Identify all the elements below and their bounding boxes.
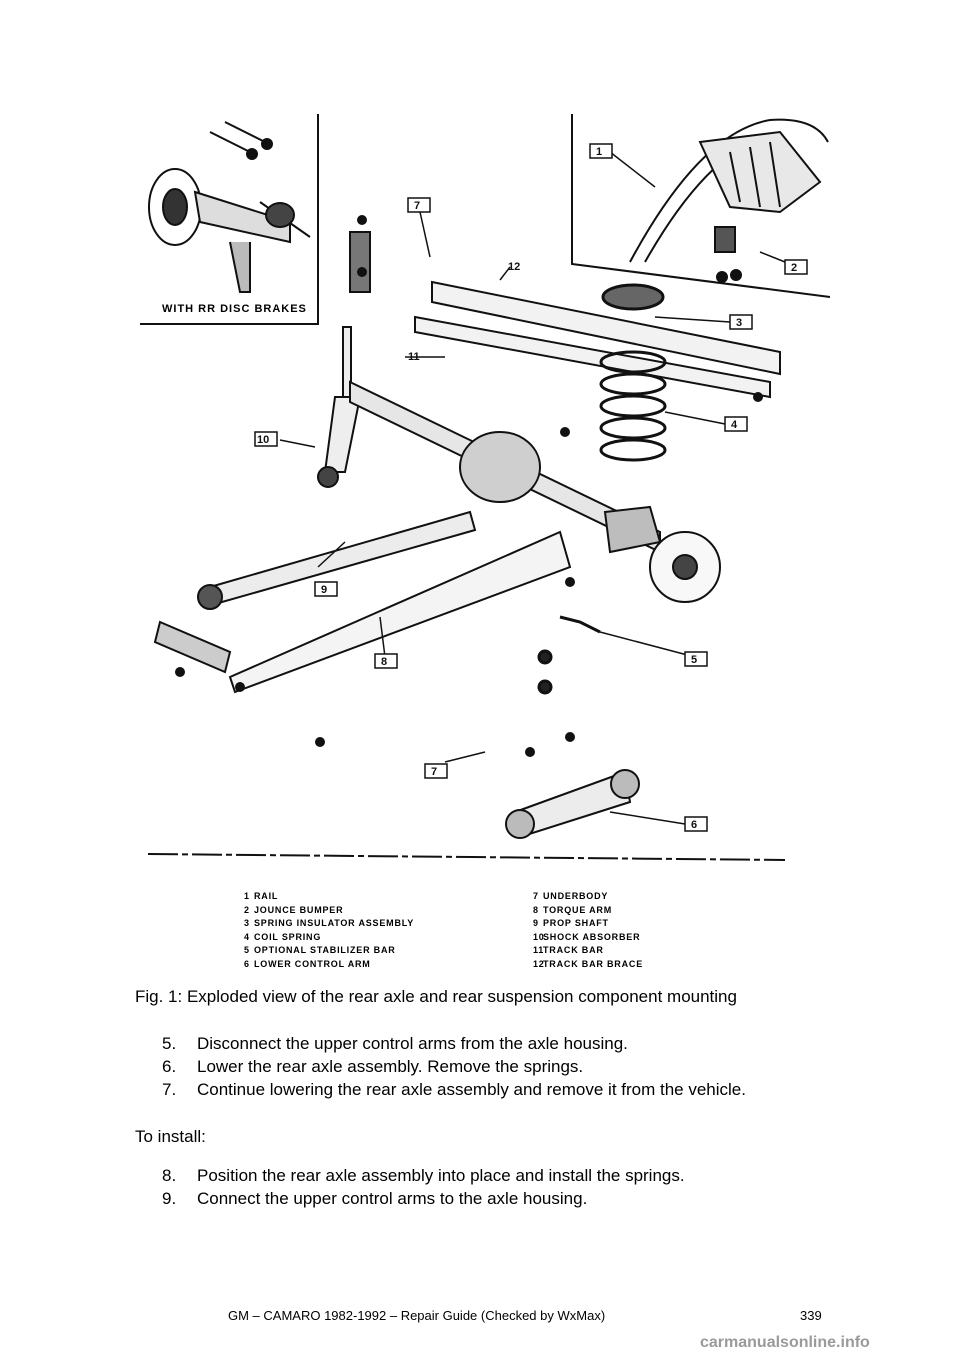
callout-box-8 bbox=[374, 653, 398, 669]
inset-frame-right bbox=[571, 114, 830, 298]
callout-box-2 bbox=[784, 259, 808, 275]
legend-item: 11TRACK BAR bbox=[533, 945, 604, 956]
callout-box-7b bbox=[424, 763, 448, 779]
callout-box-6 bbox=[684, 816, 708, 832]
callout-1: 1 bbox=[596, 146, 602, 158]
callout-box-5 bbox=[684, 651, 708, 667]
legend-item: 12TRACK BAR BRACE bbox=[533, 958, 643, 969]
callout-box-9 bbox=[314, 581, 338, 597]
list-item: 8.Position the rear axle assembly into p… bbox=[162, 1166, 685, 1185]
fasteners bbox=[175, 215, 763, 757]
legend-item: 10SHOCK ABSORBER bbox=[533, 931, 641, 942]
install-heading: To install: bbox=[135, 1127, 206, 1146]
ground-line bbox=[147, 853, 786, 861]
diagram-svg: WITH RR DISC BRAKES bbox=[140, 114, 830, 861]
callout-10: 10 bbox=[257, 434, 269, 446]
shock-absorber bbox=[317, 231, 371, 488]
callout-box-10 bbox=[254, 431, 278, 447]
list-item: 7.Continue lowering the rear axle assemb… bbox=[162, 1080, 746, 1099]
callout-7-second: 7 bbox=[431, 766, 437, 778]
callout-box-3 bbox=[729, 314, 753, 330]
torque-arm bbox=[153, 530, 572, 694]
callout-box-7a bbox=[407, 197, 431, 213]
callout-4: 4 bbox=[731, 419, 738, 431]
leader-lines bbox=[279, 151, 786, 825]
callout-labels: 1 2 3 4 5 6 7 8 9 10 11 12 7 bbox=[257, 146, 797, 831]
callout-box-1 bbox=[589, 143, 613, 159]
callout-8: 8 bbox=[381, 656, 387, 668]
watermark-link[interactable]: carmanualsonline.info bbox=[700, 1334, 870, 1351]
callout-6: 6 bbox=[691, 819, 697, 831]
track-bar-brace bbox=[414, 280, 781, 399]
inset-frame-left bbox=[140, 114, 319, 325]
callout-2: 2 bbox=[791, 262, 797, 274]
callout-9: 9 bbox=[321, 584, 327, 596]
install-steps: 8.Position the rear axle assembly into p… bbox=[162, 1166, 685, 1212]
removal-steps: 5.Disconnect the upper control arms from… bbox=[162, 1034, 746, 1103]
figure-caption: Fig. 1: Exploded view of the rear axle a… bbox=[135, 987, 737, 1006]
list-item: 6.Lower the rear axle assembly. Remove t… bbox=[162, 1057, 584, 1076]
callout-5: 5 bbox=[691, 654, 697, 666]
stabilizer-bar bbox=[537, 615, 601, 695]
jounce-bumper-inset bbox=[629, 118, 829, 283]
disc-brake-inset bbox=[148, 121, 311, 293]
list-item: 5.Disconnect the upper control arms from… bbox=[162, 1034, 628, 1053]
lower-control-arm bbox=[505, 769, 640, 839]
prop-shaft bbox=[197, 510, 477, 610]
callout-box-4 bbox=[724, 416, 748, 432]
inset-label: WITH RR DISC BRAKES bbox=[162, 303, 307, 315]
callout-11: 11 bbox=[408, 351, 420, 363]
callout-7: 7 bbox=[414, 200, 420, 212]
coil-spring bbox=[599, 283, 667, 462]
callout-boxes bbox=[254, 143, 808, 832]
list-item: 9.Connect the upper control arms to the … bbox=[162, 1189, 588, 1208]
callout-12: 12 bbox=[508, 261, 520, 273]
page-number: 339 bbox=[800, 1308, 822, 1323]
axle-housing bbox=[349, 380, 721, 603]
suspension-exploded-diagram: WITH RR DISC BRAKES bbox=[140, 112, 830, 972]
callout-3: 3 bbox=[736, 317, 742, 329]
page-footer: GM – CAMARO 1982-1992 – Repair Guide (Ch… bbox=[228, 1308, 606, 1323]
